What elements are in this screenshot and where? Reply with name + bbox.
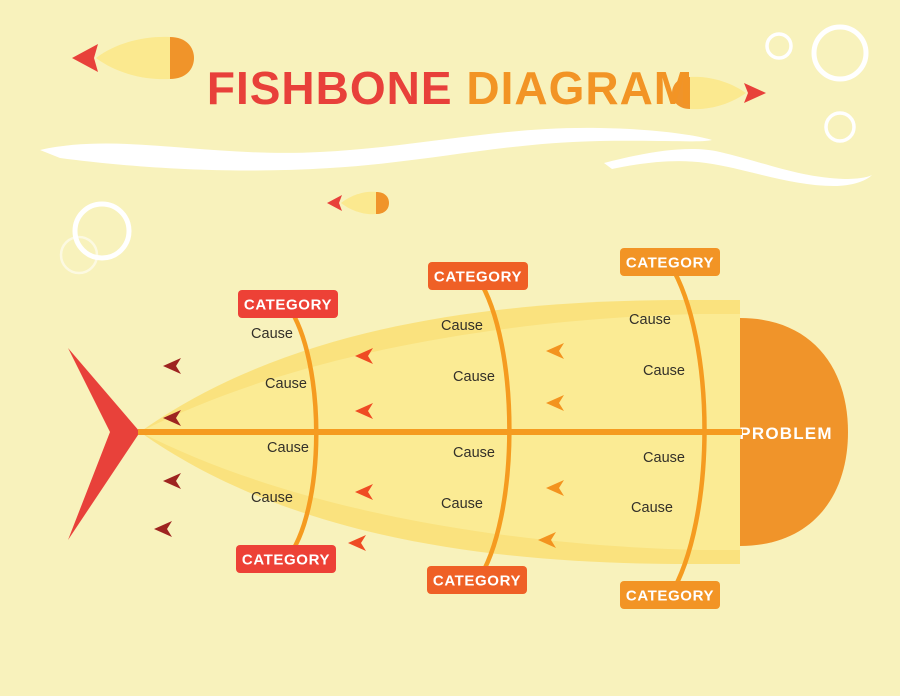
fish-right <box>672 76 766 110</box>
bubble-5 <box>59 235 99 275</box>
category-badge[interactable]: CATEGORY <box>236 545 336 573</box>
cause-arrow <box>538 532 708 548</box>
cause-label: Cause <box>643 363 685 379</box>
cause-label-layer: CauseCauseCauseCauseCauseCauseCauseCause… <box>251 312 685 516</box>
cause-label: Cause <box>629 312 671 328</box>
category-label: CATEGORY <box>433 573 521 590</box>
problem-head[interactable]: PROBLEM <box>739 318 848 546</box>
rib-arc-1 <box>283 303 319 563</box>
category-badge[interactable]: CATEGORY <box>238 290 338 318</box>
category-label: CATEGORY <box>242 552 330 569</box>
category-badge[interactable]: CATEGORY <box>428 262 528 290</box>
bubble-1 <box>765 32 793 60</box>
cause-label: Cause <box>441 496 483 512</box>
fish-large-left <box>72 36 194 80</box>
cause-label: Cause <box>267 440 309 456</box>
category-badge-layer: CATEGORY CATEGORY CATEGORY CATEGORY CATEGORY… <box>236 248 720 609</box>
category-badge[interactable]: CATEGORY <box>427 566 527 594</box>
cause-arrow <box>163 473 336 489</box>
category-badge[interactable]: CATEGORY <box>620 581 720 609</box>
title-part-fishbone: FISHBONE <box>207 62 453 114</box>
category-label: CATEGORY <box>244 297 332 314</box>
cause-label: Cause <box>251 326 293 342</box>
cause-label: Cause <box>453 445 495 461</box>
cause-arrow <box>546 395 712 411</box>
category-label: CATEGORY <box>626 588 714 605</box>
fish-tail <box>68 348 140 540</box>
fish-small-center <box>327 191 389 215</box>
cause-arrow <box>546 480 712 496</box>
cause-arrow <box>355 348 520 364</box>
cause-label: Cause <box>453 369 495 385</box>
bubble-group <box>59 24 869 275</box>
cause-label: Cause <box>265 376 307 392</box>
category-label: CATEGORY <box>434 269 522 286</box>
page-title: FISHBONE DIAGRAM <box>207 62 693 114</box>
cause-arrow <box>348 535 520 551</box>
category-badge[interactable]: CATEGORY <box>620 248 720 276</box>
cause-arrow <box>546 343 708 359</box>
bubble-2 <box>811 24 869 82</box>
wave-right <box>604 149 872 186</box>
cause-arrow <box>355 484 524 500</box>
cause-arrow <box>163 410 335 426</box>
cause-label: Cause <box>643 450 685 466</box>
cause-arrow <box>154 521 330 537</box>
bubble-3 <box>824 111 856 143</box>
cause-arrow <box>355 403 524 419</box>
cause-label: Cause <box>441 318 483 334</box>
cause-arrow-layer <box>154 343 712 551</box>
cause-arrow <box>163 358 330 374</box>
category-label: CATEGORY <box>626 255 714 272</box>
title-part-diagram: DIAGRAM <box>466 62 693 114</box>
wave-left <box>40 127 712 171</box>
problem-label: PROBLEM <box>739 424 832 443</box>
cause-label: Cause <box>631 500 673 516</box>
cause-label: Cause <box>251 490 293 506</box>
bubble-4 <box>72 201 132 261</box>
